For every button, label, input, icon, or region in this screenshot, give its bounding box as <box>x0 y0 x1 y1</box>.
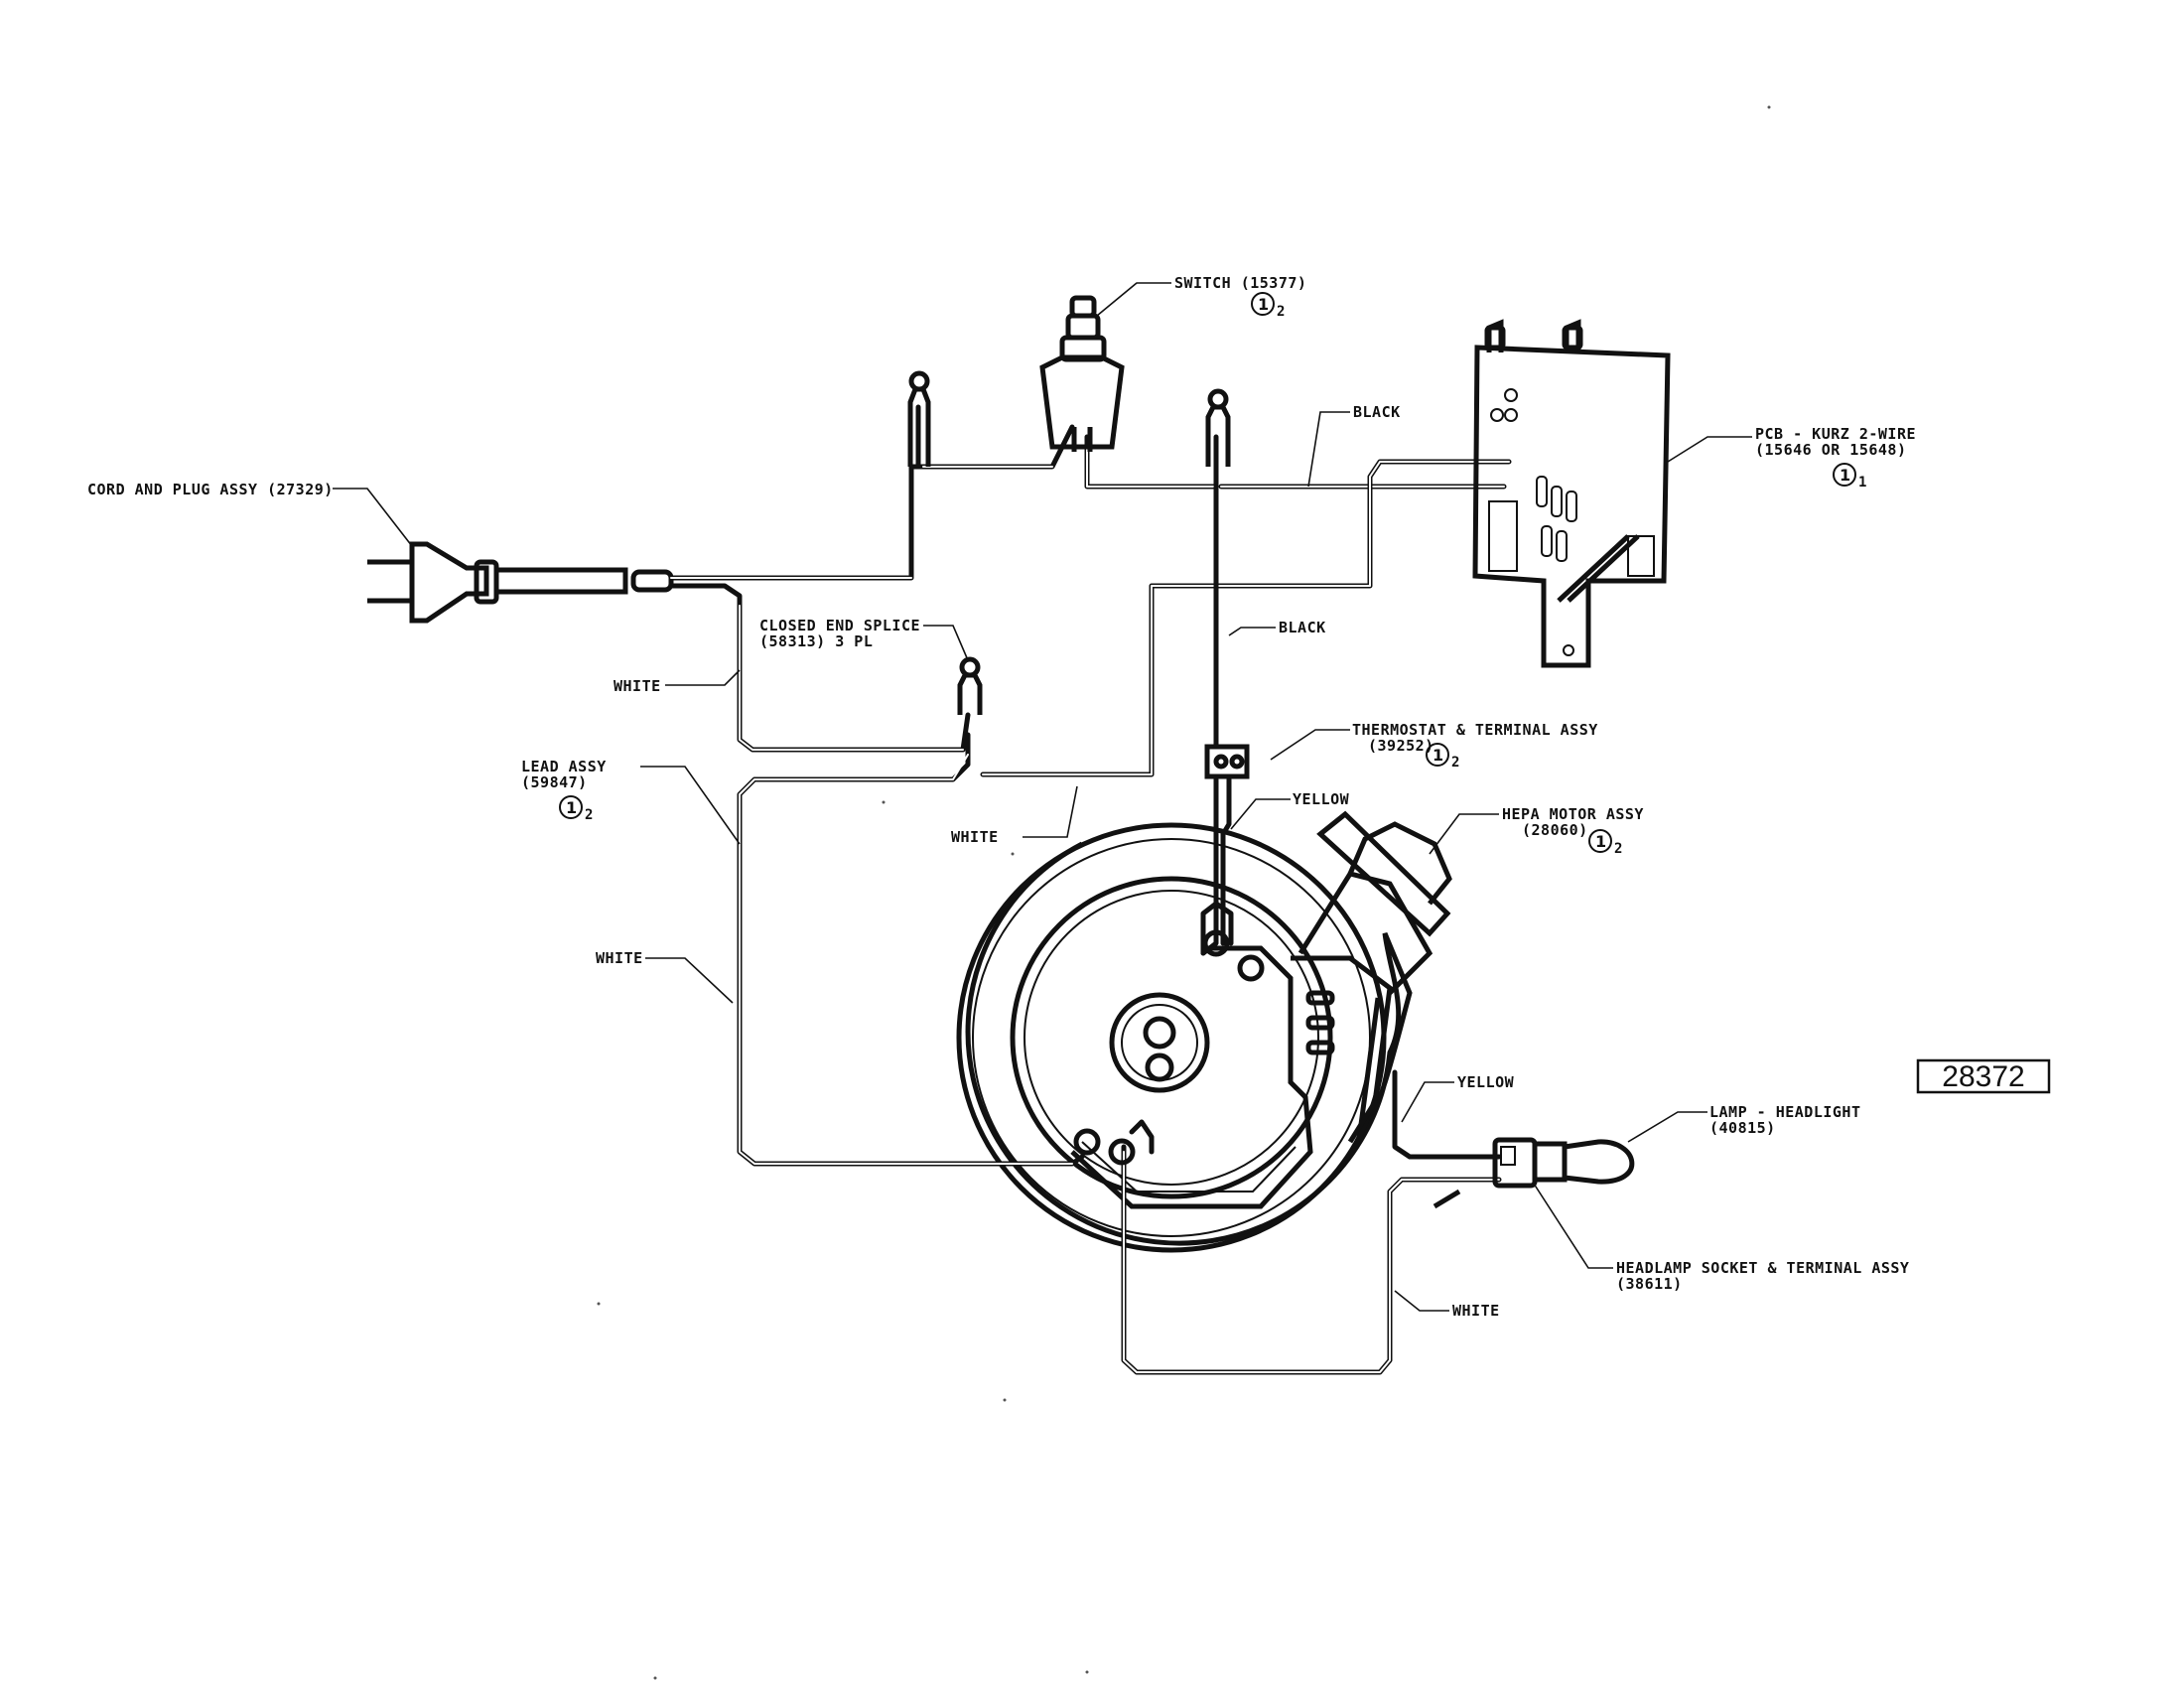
wire-harness <box>668 404 1512 1375</box>
label-yellow-right: YELLOW <box>1457 1073 1515 1091</box>
note-switch: 1 2 <box>1251 292 1285 320</box>
label-white-lead: WHITE <box>596 949 643 967</box>
label-splice-2: (58313) 3 PL <box>759 632 873 650</box>
label-headlamp-1: HEADLAMP SOCKET & TERMINAL ASSY <box>1616 1259 1909 1277</box>
label-hepa-2: (28060) <box>1522 821 1588 839</box>
label-black-top: BLACK <box>1353 403 1401 421</box>
thermostat-assy <box>1204 744 1250 779</box>
label-yellow-top: YELLOW <box>1293 790 1350 808</box>
switch-component <box>1039 295 1125 452</box>
svg-text:1: 1 <box>1858 475 1866 491</box>
svg-text:2: 2 <box>1277 304 1285 320</box>
label-headlamp-2: (38611) <box>1616 1275 1683 1293</box>
label-white-splice: WHITE <box>951 828 999 846</box>
label-hepa-1: HEPA MOTOR ASSY <box>1502 805 1644 823</box>
label-lead-1: LEAD ASSY <box>521 758 607 775</box>
part-number: 28372 <box>1942 1060 2024 1093</box>
label-lamp-2: (40815) <box>1709 1119 1776 1137</box>
svg-text:1: 1 <box>1595 832 1606 851</box>
label-pcb-1: PCB - KURZ 2-WIRE <box>1755 425 1916 443</box>
svg-text:1: 1 <box>1258 295 1269 314</box>
svg-text:2: 2 <box>585 807 593 823</box>
label-black-mid: BLACK <box>1279 619 1326 636</box>
pcb-board <box>1472 319 1671 668</box>
note-thermo: 1 2 <box>1426 743 1459 771</box>
closed-end-splice-right <box>1205 388 1231 467</box>
note-markers: 1 2 1 1 1 2 1 2 1 2 <box>559 292 1866 857</box>
svg-text:1: 1 <box>1433 746 1443 765</box>
hepa-motor-assy <box>1291 810 1452 1144</box>
label-lead-2: (59847) <box>521 773 588 791</box>
headlamp-assy <box>1433 1137 1635 1209</box>
label-thermo-1: THERMOSTAT & TERMINAL ASSY <box>1352 721 1598 739</box>
cord-and-plug-assy <box>367 541 674 624</box>
part-number-box: 28372 <box>1916 1058 2051 1094</box>
label-thermo-2: (39252) <box>1368 737 1434 755</box>
label-switch: SWITCH (15377) <box>1174 274 1306 292</box>
label-pcb-2: (15646 OR 15648) <box>1755 441 1907 459</box>
label-lamp-1: LAMP - HEADLIGHT <box>1709 1103 1861 1121</box>
svg-text:2: 2 <box>1451 755 1459 771</box>
svg-text:2: 2 <box>1614 841 1622 857</box>
svg-text:1: 1 <box>566 798 577 817</box>
labels: SWITCH (15377) PCB - KURZ 2-WIRE (15646 … <box>87 274 1916 1320</box>
motor-terminals <box>1073 929 1265 1166</box>
label-cord: CORD AND PLUG ASSY (27329) <box>87 481 334 498</box>
motor-hub <box>1109 992 1210 1093</box>
lamp-bulb <box>1562 1139 1635 1185</box>
scan-specks <box>597 105 1771 1680</box>
label-white-cord: WHITE <box>614 677 661 695</box>
leader-lines <box>333 282 1752 1312</box>
label-white-bottom: WHITE <box>1452 1302 1500 1320</box>
motor-housing <box>956 822 1413 1253</box>
note-hepa: 1 2 <box>1588 829 1622 857</box>
closed-end-splice-left <box>907 370 931 467</box>
closed-end-splice-mid <box>957 656 983 715</box>
note-pcb: 1 1 <box>1833 463 1866 491</box>
label-splice-1: CLOSED END SPLICE <box>759 617 920 634</box>
svg-text:1: 1 <box>1840 466 1850 485</box>
note-lead: 1 2 <box>559 795 593 823</box>
